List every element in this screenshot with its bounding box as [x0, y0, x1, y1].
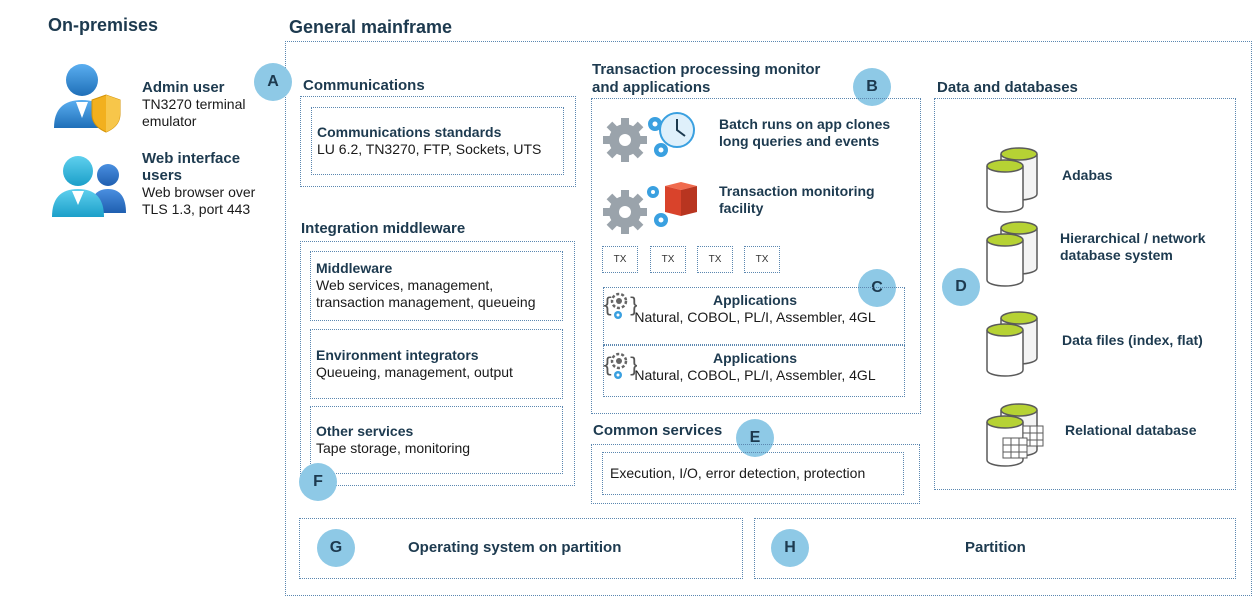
common-services-container [591, 444, 920, 504]
environment-integrators-desc: Queueing, management, output [316, 364, 513, 380]
middleware-desc-1: Web services, management, [316, 277, 494, 293]
tx-box: TX [602, 246, 638, 273]
tx-box: TX [697, 246, 733, 273]
applications-title-2: Applications [712, 350, 797, 366]
hierarchical-db-label: Hierarchical / network database system [1060, 230, 1206, 264]
badge-f: F [299, 463, 337, 501]
gear-box-icon [603, 180, 699, 234]
table-icon [985, 402, 1049, 470]
applications-box-2 [603, 345, 905, 397]
web-users-icon [52, 155, 130, 219]
other-services-title: Other services [316, 423, 414, 439]
web-users-desc-2: TLS 1.3, port 443 [142, 201, 251, 217]
svg-text:{: { [601, 293, 614, 317]
middleware-item: Middleware Web services, management, tra… [316, 260, 535, 311]
tx-box: TX [744, 246, 780, 273]
common-services-desc: Execution, I/O, error detection, protect… [610, 465, 866, 481]
applications-item-2: Applications Natural, COBOL, PL/I, Assem… [632, 350, 878, 384]
badge-a: A [254, 63, 292, 101]
admin-user-desc-2: emulator [142, 113, 197, 129]
os-partition-label: Operating system on partition [408, 539, 622, 556]
on-premises-title: On-premises [48, 15, 159, 35]
applications-desc-2: Natural, COBOL, PL/I, Assembler, 4GL [634, 367, 876, 383]
os-partition-box [299, 518, 743, 579]
tx-box: TX [650, 246, 686, 273]
svg-text:}: } [628, 293, 637, 317]
badge-g: G [317, 529, 355, 567]
tp-monitor-title-1: Transaction processing monitor [592, 61, 821, 78]
tp-monitor-title-2: and applications [592, 79, 711, 96]
applications-desc-1: Natural, COBOL, PL/I, Assembler, 4GL [634, 309, 876, 325]
integration-title: Integration middleware [301, 220, 466, 237]
common-services-box [602, 452, 904, 495]
batch-runs-1: Batch runs on app clones [719, 116, 891, 132]
communications-standards: Communications standards LU 6.2, TN3270,… [317, 124, 541, 158]
tmf-2: facility [719, 200, 764, 216]
svg-text:}: } [628, 353, 637, 377]
environment-integrators-item: Environment integrators Queueing, manage… [316, 347, 513, 381]
data-container [934, 98, 1236, 490]
middleware-box [310, 251, 563, 321]
relational-db-label: Relational database [1065, 422, 1197, 438]
environment-integrators-box [310, 329, 563, 399]
admin-user-label: Admin user TN3270 terminal emulator [142, 79, 246, 130]
communications-standards-desc: LU 6.2, TN3270, FTP, Sockets, UTS [317, 141, 542, 157]
middleware-title: Middleware [316, 260, 393, 276]
other-services-desc: Tape storage, monitoring [316, 440, 471, 456]
batch-runs-2: long queries and events [719, 133, 880, 149]
mainframe-container [285, 41, 1252, 596]
database-icon [985, 220, 1039, 290]
tmf-1: Transaction monitoring [719, 183, 875, 199]
admin-user-name: Admin user [142, 79, 225, 96]
svg-text:{: { [601, 353, 614, 377]
badge-b: B [853, 68, 891, 106]
partition-label: Partition [965, 539, 1026, 556]
integration-container [300, 241, 575, 486]
batch-runs-label: Batch runs on app clones long queries an… [719, 116, 890, 150]
tp-monitor-title: Transaction processing monitor and appli… [592, 61, 820, 97]
other-services-box [310, 406, 563, 474]
data-title: Data and databases [937, 79, 1078, 96]
badge-e: E [736, 419, 774, 457]
admin-user-desc-1: TN3270 terminal [142, 96, 246, 112]
web-users-label: Web interface users Web browser over TLS… [142, 150, 255, 218]
communications-standards-box [311, 107, 564, 175]
data-files-label: Data files (index, flat) [1062, 332, 1203, 348]
badge-d: D [942, 268, 980, 306]
applications-box-1 [603, 287, 905, 345]
gear-clock-icon [603, 110, 699, 164]
tp-monitor-container [591, 98, 921, 414]
web-users-name-1: Web interface [142, 150, 241, 167]
code-gear-icon: { } [601, 350, 637, 384]
common-services-title: Common services [593, 422, 723, 439]
database-icon [985, 146, 1039, 216]
database-icon [985, 310, 1039, 380]
web-users-desc-1: Web browser over [142, 184, 256, 200]
communications-standards-title: Communications standards [317, 124, 502, 140]
middleware-desc-2: transaction management, queueing [316, 294, 536, 310]
partition-box [754, 518, 1236, 579]
web-users-name-2: users [142, 167, 183, 184]
hierarchical-db-1: Hierarchical / network [1060, 230, 1206, 246]
admin-user-icon [52, 62, 122, 134]
communications-title: Communications [303, 77, 425, 94]
tmf-label: Transaction monitoring facility [719, 183, 875, 217]
other-services-item: Other services Tape storage, monitoring [316, 423, 470, 457]
adabas-label: Adabas [1062, 167, 1113, 183]
communications-container [300, 96, 576, 187]
code-gear-icon: { } [601, 290, 637, 324]
applications-title-1: Applications [712, 292, 797, 308]
mainframe-title: General mainframe [289, 17, 453, 37]
applications-item-1: Applications Natural, COBOL, PL/I, Assem… [632, 292, 878, 326]
hierarchical-db-2: database system [1060, 247, 1173, 263]
badge-h: H [771, 529, 809, 567]
environment-integrators-title: Environment integrators [316, 347, 479, 363]
